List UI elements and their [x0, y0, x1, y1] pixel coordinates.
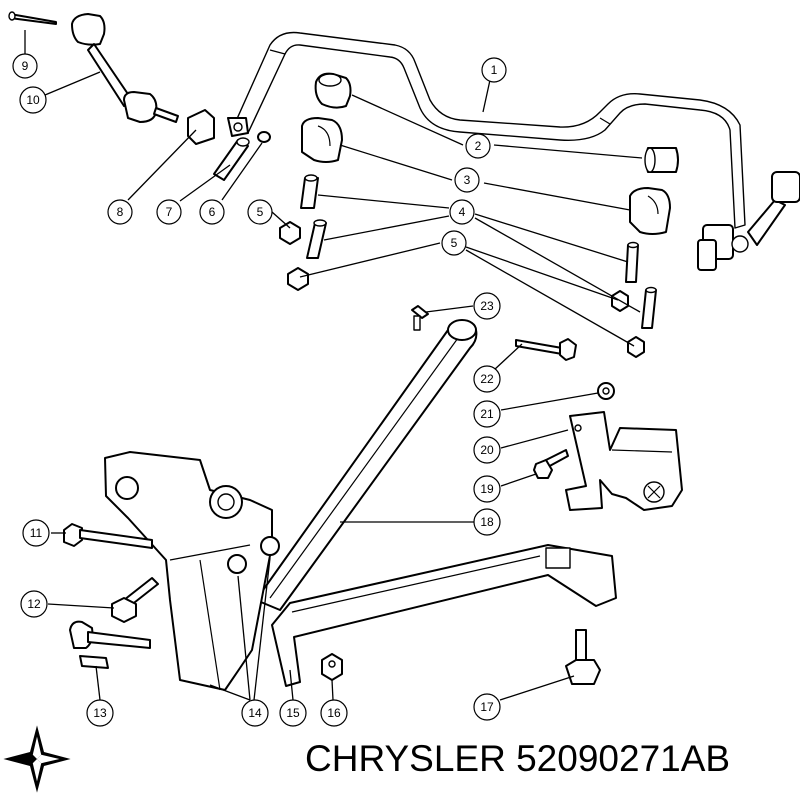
bushing-upper-right — [644, 147, 679, 173]
callout-17-label: 17 — [480, 700, 494, 714]
bracket-nut — [597, 382, 615, 400]
bushing-clamp-right — [629, 187, 671, 235]
callout-1-label: 1 — [491, 63, 498, 77]
callout-5b-label: 5 — [451, 236, 458, 250]
callout-14: 14 — [241, 699, 269, 727]
track-bar-bolt — [515, 338, 577, 361]
callout-15-label: 15 — [286, 706, 300, 720]
part-number-caption: CHRYSLER 52090271AB — [305, 738, 731, 779]
callout-18-label: 18 — [480, 515, 494, 529]
bracket-bolt-13 — [69, 620, 151, 669]
callout-13: 13 — [86, 699, 114, 727]
callout-14-label: 14 — [248, 706, 262, 720]
stud-upper-left — [300, 174, 319, 209]
callout-5a-label: 5 — [257, 205, 264, 219]
callout-5a: 5 — [247, 199, 273, 225]
link-nut — [257, 131, 271, 143]
callout-8-label: 8 — [117, 205, 124, 219]
callout-22-label: 22 — [480, 372, 494, 386]
clip — [411, 305, 429, 331]
callout-2-label: 2 — [475, 139, 482, 153]
pentastar-logo-icon — [3, 725, 71, 793]
end-link — [71, 13, 179, 123]
callout-20: 20 — [473, 436, 501, 464]
callout-11: 11 — [22, 519, 50, 547]
callout-1: 1 — [481, 57, 507, 83]
arm-bolt — [565, 629, 601, 685]
callout-6-label: 6 — [209, 205, 216, 219]
arm-nut — [321, 653, 343, 681]
callout-17: 17 — [473, 693, 501, 721]
callout-9: 9 — [12, 53, 38, 79]
track-bar-bracket — [565, 411, 683, 511]
callout-19-label: 19 — [480, 482, 494, 496]
bushing-upper-left — [314, 72, 352, 109]
track-bar — [255, 319, 478, 611]
callout-22: 22 — [473, 365, 501, 393]
callout-10: 10 — [19, 86, 47, 114]
callout-12: 12 — [20, 590, 48, 618]
callout-4-label: 4 — [459, 205, 466, 219]
nut-lower-left — [287, 267, 309, 291]
callout-15: 15 — [279, 699, 307, 727]
stabilizer-bar-left-end — [227, 117, 249, 137]
callout-16: 16 — [320, 699, 348, 727]
callout-9-label: 9 — [22, 59, 29, 73]
bracket-bolt-12 — [111, 577, 159, 623]
callout-3: 3 — [454, 167, 480, 193]
link-bracket — [187, 109, 215, 145]
stud-right-b — [641, 286, 657, 329]
callout-5b: 5 — [441, 230, 467, 256]
lower-arm — [271, 544, 617, 687]
callout-12-label: 12 — [27, 597, 41, 611]
callout-18: 18 — [473, 508, 501, 536]
nut-right-b — [627, 336, 645, 358]
callout-6: 6 — [199, 199, 225, 225]
callout-4: 4 — [449, 199, 475, 225]
callout-21-label: 21 — [480, 407, 494, 421]
right-end-link — [697, 171, 800, 271]
bracket-bolt — [533, 449, 569, 479]
bushing-clamp-left — [301, 117, 343, 163]
callout-7: 7 — [156, 199, 182, 225]
leader-lines — [24, 30, 643, 701]
bracket-bolt-11 — [63, 523, 153, 549]
callout-10-label: 10 — [26, 93, 40, 107]
callout-13-label: 13 — [93, 706, 107, 720]
callout-3-label: 3 — [464, 173, 471, 187]
callout-16-label: 16 — [327, 706, 341, 720]
link-bolt — [8, 11, 57, 25]
callout-21: 21 — [473, 400, 501, 428]
frame-bracket — [104, 451, 280, 691]
callout-23: 23 — [473, 292, 501, 320]
callout-7-label: 7 — [166, 205, 173, 219]
callout-20-label: 20 — [480, 443, 494, 457]
nut-upper-left — [279, 221, 301, 245]
link-pin — [213, 137, 250, 181]
callout-11-label: 11 — [30, 526, 43, 540]
callout-2: 2 — [465, 133, 491, 159]
stud-lower-left — [306, 219, 327, 259]
callout-23-label: 23 — [480, 299, 494, 313]
stud-right-a — [625, 241, 639, 283]
callout-8: 8 — [107, 199, 133, 225]
stabilizer-bar — [231, 31, 746, 229]
callout-19: 19 — [473, 475, 501, 503]
